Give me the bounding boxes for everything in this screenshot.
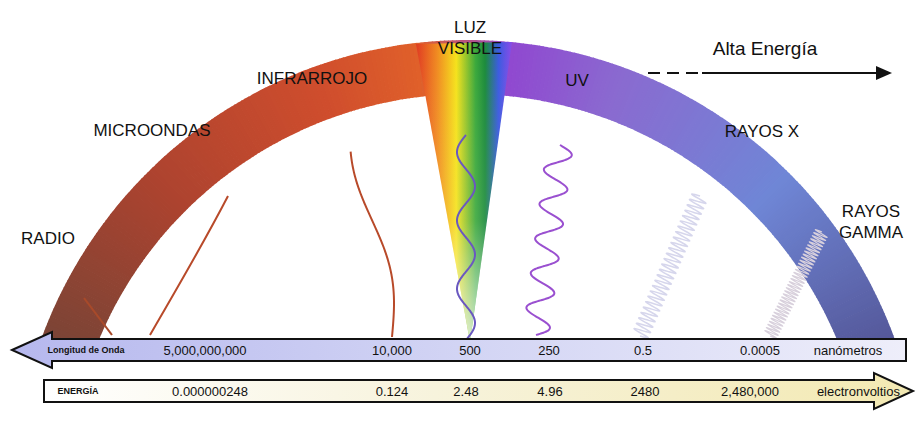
wave-lines bbox=[84, 135, 827, 340]
visible-wedge-fade bbox=[416, 42, 512, 342]
energy-band: ENERGÍA 0.000000248 0.124 2.48 4.96 2480 2,480… bbox=[0, 371, 917, 417]
scale-value: nanómetros bbox=[814, 343, 883, 358]
region-label: RADIO bbox=[3, 228, 93, 249]
axis-title: Longitud de Onda bbox=[48, 343, 125, 358]
wave-line bbox=[351, 152, 394, 337]
region-label: UV bbox=[547, 70, 607, 91]
scale-value: 2,480,000 bbox=[721, 384, 779, 399]
spectrum-arc bbox=[41, 40, 895, 358]
wave-line bbox=[150, 196, 228, 335]
wave-line bbox=[457, 135, 475, 340]
scale-value: 0.000000248 bbox=[172, 384, 248, 399]
scale-value: 0.124 bbox=[376, 384, 409, 399]
visible-wedge bbox=[416, 42, 512, 342]
scale-value: 5,000,000,000 bbox=[163, 343, 246, 358]
arrow-outline bbox=[12, 332, 906, 368]
region-label: INFRARROJO bbox=[232, 68, 392, 89]
region-label: Alta Energía bbox=[665, 38, 865, 59]
scale-value: 0.0005 bbox=[740, 343, 780, 358]
wave-line bbox=[84, 298, 112, 335]
scale-value: 2.48 bbox=[453, 384, 478, 399]
wave-line bbox=[526, 145, 571, 335]
axis-title: ENERGÍA bbox=[57, 384, 98, 399]
wavelength-band: Longitud de Onda 5,000,000,000 10,000 500 25… bbox=[0, 330, 917, 372]
region-label: RAYOS GAMMA bbox=[831, 201, 911, 243]
scale-value: 500 bbox=[459, 343, 481, 358]
scale-value: electronvoltios bbox=[817, 384, 900, 399]
region-label: MICROONDAS bbox=[72, 120, 232, 141]
scale-value: 2480 bbox=[631, 384, 660, 399]
region-label: RAYOS X bbox=[702, 121, 822, 142]
high-energy-arrow bbox=[648, 66, 892, 80]
scale-value: 250 bbox=[538, 343, 560, 358]
scale-value: 10,000 bbox=[372, 343, 412, 358]
region-label: LUZ VISIBLE bbox=[435, 17, 505, 59]
wave-line bbox=[765, 230, 827, 339]
arrow-outline bbox=[44, 373, 913, 409]
wave-line bbox=[634, 194, 706, 338]
scale-value: 4.96 bbox=[537, 384, 562, 399]
scale-value: 0.5 bbox=[634, 343, 652, 358]
